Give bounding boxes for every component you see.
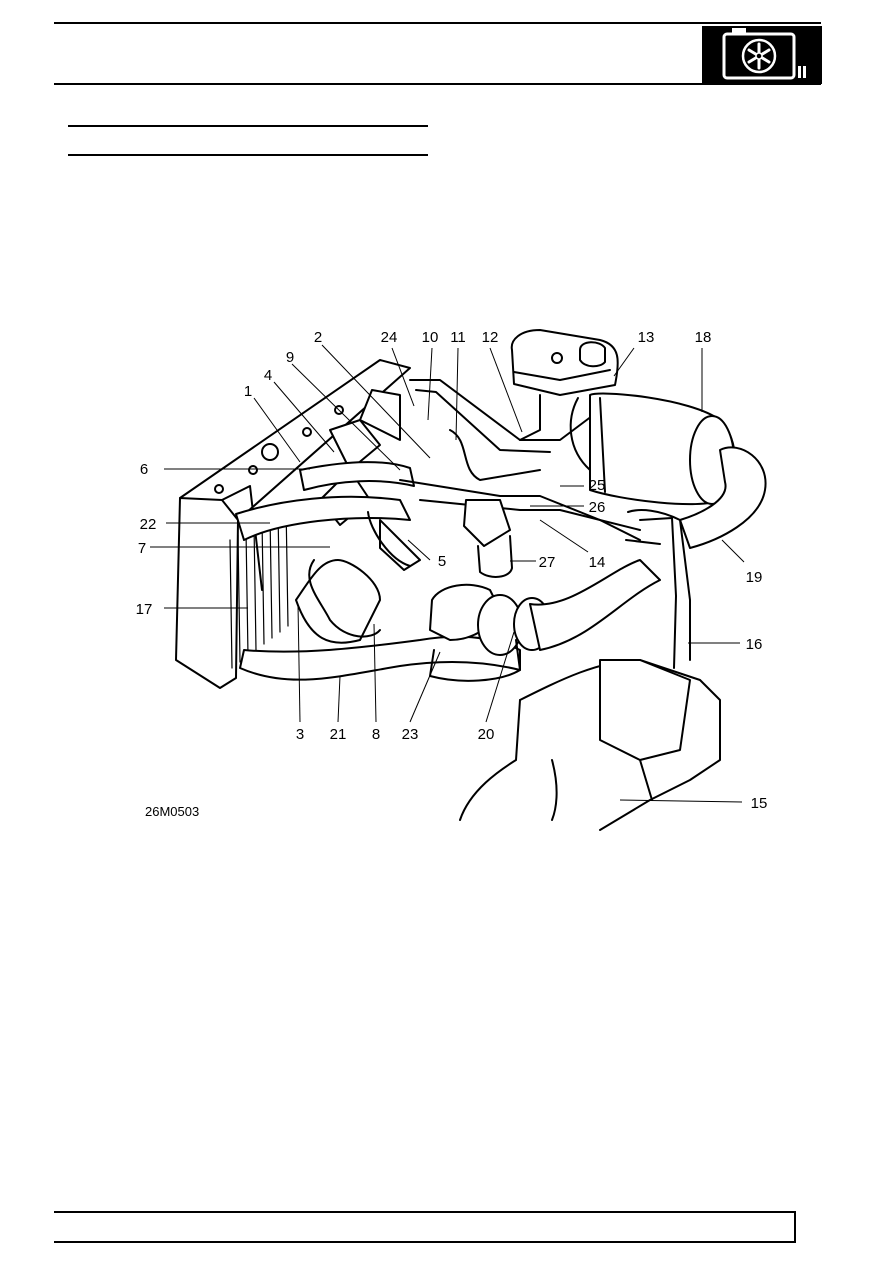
callout-26: 26 (589, 499, 606, 516)
callout-21: 21 (330, 726, 347, 743)
callout-16: 16 (746, 636, 763, 653)
callout-17: 17 (136, 601, 153, 618)
callout-25: 25 (589, 477, 606, 494)
cooling-system-fan-icon (722, 28, 806, 80)
callout-11: 11 (450, 329, 466, 346)
callout-1: 1 (244, 383, 252, 400)
callout-labels: 1 2 3 4 5 6 7 8 9 10 11 12 13 14 15 16 1… (136, 329, 768, 819)
title-rule-lower (68, 154, 428, 156)
callout-14: 14 (589, 554, 606, 571)
section-badge (702, 26, 822, 84)
callout-18: 18 (695, 329, 712, 346)
header-rule-bottom (54, 83, 821, 85)
footer-frame (54, 1211, 796, 1243)
callout-9: 9 (286, 349, 294, 366)
callout-12: 12 (482, 329, 499, 346)
callout-7: 7 (138, 540, 146, 557)
callout-22: 22 (140, 516, 157, 533)
callout-4: 4 (264, 367, 272, 384)
title-rule-upper (68, 125, 428, 127)
callout-10: 10 (422, 329, 439, 346)
callout-15: 15 (751, 795, 768, 812)
callout-13: 13 (638, 329, 655, 346)
callout-8: 8 (372, 726, 380, 743)
callout-23: 23 (402, 726, 419, 743)
callout-19: 19 (746, 569, 763, 586)
callout-leaders (150, 344, 745, 803)
callout-5: 5 (438, 553, 446, 570)
diagram-reference: 26M0503 (145, 804, 199, 819)
header-rule-top (54, 22, 821, 24)
callout-27: 27 (539, 554, 556, 571)
callout-6: 6 (140, 461, 148, 478)
callout-24: 24 (381, 329, 398, 346)
callout-3: 3 (296, 726, 304, 743)
callout-2: 2 (314, 329, 322, 346)
diagram-artwork (175, 329, 767, 831)
callout-20: 20 (478, 726, 495, 743)
